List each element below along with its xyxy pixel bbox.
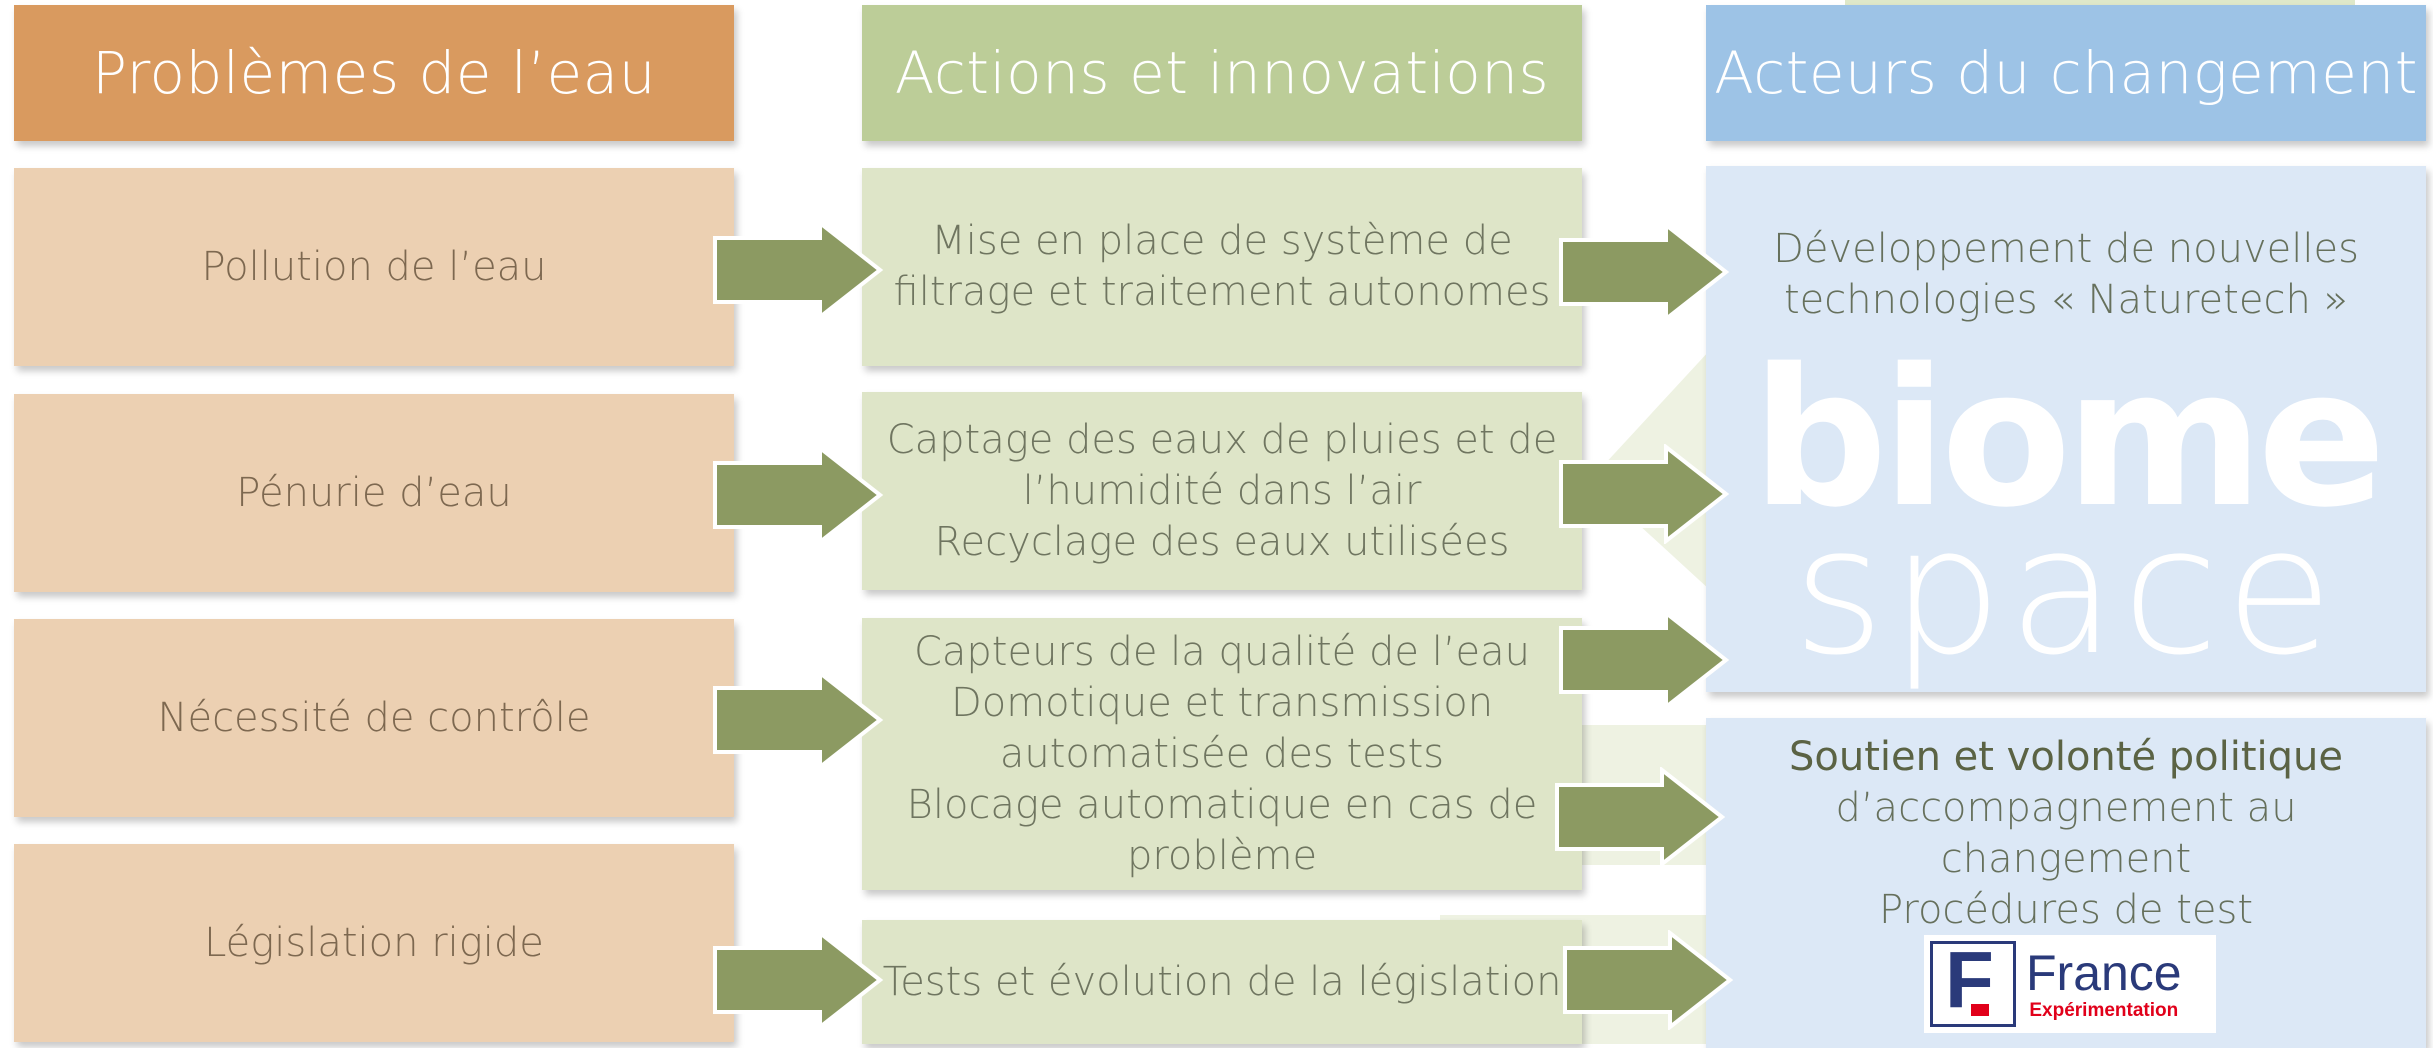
action-box-sensors: Capteurs de la qualité de l’eau Domotiqu… [862,618,1582,890]
france-logo-subtitle: Expérimentation [2029,1000,2179,1021]
biome-space-logo: biome space [1751,328,2387,694]
actor-line: Soutien et volonté politique [1788,734,2344,780]
problem-box-control: Nécessité de contrôle [14,619,734,817]
action-line: filtrage et traitement autonomes [893,269,1551,315]
problem-box-pollution: Pollution de l’eau [14,168,734,366]
actions-header: Actions et innovations [862,5,1582,141]
problem-box-legislation: Législation rigide [14,844,734,1042]
actors-header-label: Acteurs du changement [1714,39,2418,107]
problem-label: Législation rigide [204,920,544,966]
action-box-rainwater: Captage des eaux de pluies et de l’humid… [862,392,1582,590]
actors-header: Acteurs du changement [1706,5,2426,141]
problems-header-label: Problèmes de l’eau [92,39,656,107]
arrow-right-icon [713,445,884,545]
biome-logo-text: biome [1751,328,2387,549]
action-line: Recyclage des eaux utilisées [934,518,1510,565]
actor-line: technologies « Naturetech » [1784,277,2348,323]
arrow-right-icon [1559,444,1730,544]
problem-label: Pollution de l’eau [201,244,547,290]
action-line: l’humidité dans l’air [1022,467,1422,514]
action-line: Domotique et transmission [950,679,1494,726]
actor-line: Développement de nouvelles [1773,226,2359,272]
problem-label: Nécessité de contrôle [157,695,591,741]
actor-line: changement [1940,836,2192,882]
actor-box-naturetech: Développement de nouvelles technologies … [1706,166,2426,692]
problem-label: Pénurie d’eau [236,470,512,516]
action-line: Blocage automatique en cas de [906,781,1538,828]
arrow-right-icon [1559,610,1730,710]
action-line: Tests et évolution de la législation [882,958,1562,1005]
arrow-right-icon [1555,767,1726,867]
actor-line: d’accompagnement au [1835,785,2297,831]
actor-line: Procédures de test [1878,887,2254,933]
france-logo-title: France [2026,945,2182,1001]
france-experimentation-logo: F France Expérimentation [1924,935,2216,1033]
france-logo-red-bar [1971,1004,1989,1016]
france-logo-mark: F [1930,940,2016,1027]
problems-header: Problèmes de l’eau [14,5,734,141]
action-line: Capteurs de la qualité de l’eau [913,628,1531,675]
arrow-right-icon [713,670,884,770]
action-line: Captage des eaux de pluies et de [886,416,1558,463]
arrow-right-icon [1563,930,1734,1030]
actions-header-label: Actions et innovations [894,39,1550,107]
arrow-right-icon [713,220,884,320]
action-line: problème [1126,832,1318,879]
space-logo-text: space [1792,489,2340,694]
arrow-right-icon [713,930,884,1030]
actor-box-policy: Soutien et volonté politique d’accompagn… [1706,718,2426,1048]
action-line: Mise en place de système de [931,218,1513,264]
action-box-tests: Tests et évolution de la législation [862,920,1582,1044]
arrow-right-icon [1559,222,1730,322]
problem-box-shortage: Pénurie d’eau [14,394,734,592]
action-line: automatisée des tests [999,730,1445,777]
action-box-filtering: Mise en place de système de filtrage et … [862,168,1582,366]
